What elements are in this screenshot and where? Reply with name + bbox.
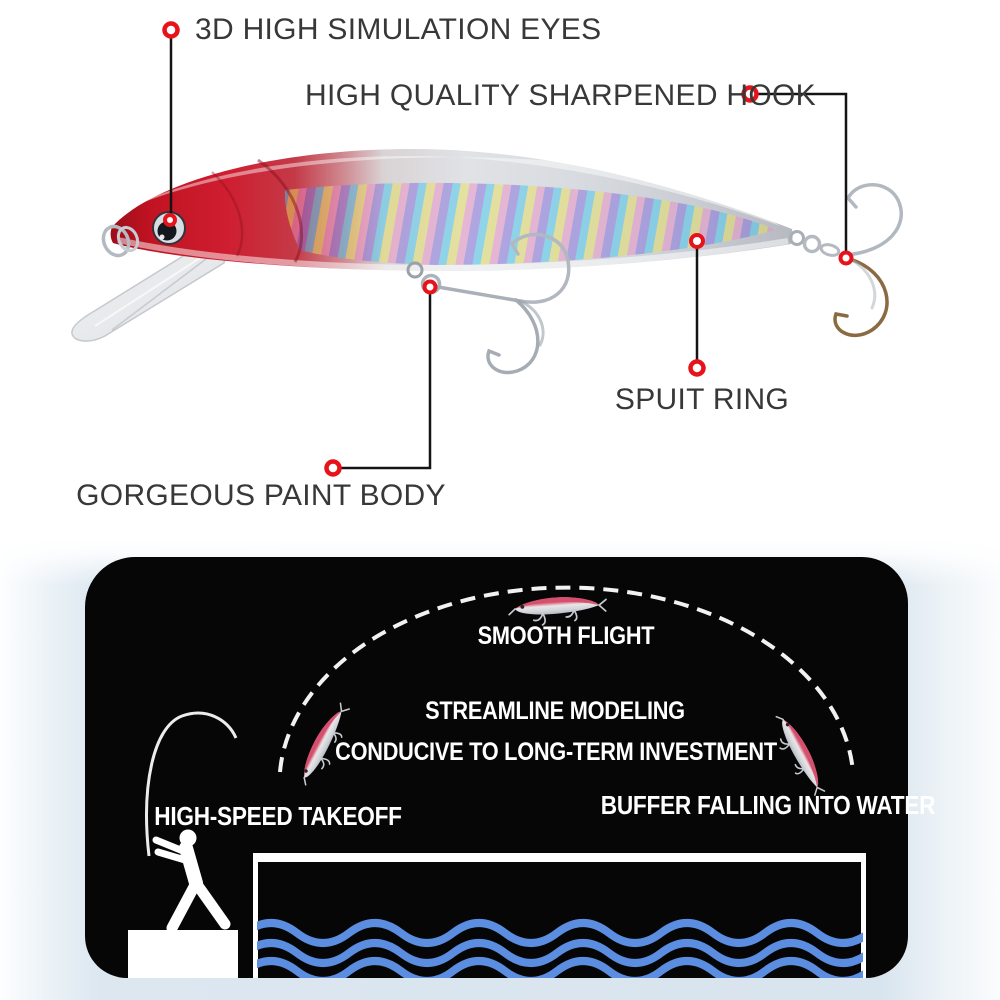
label-sharpened-hook: HIGH QUALITY SHARPENED HOOK xyxy=(305,79,816,112)
holographic-band xyxy=(284,182,775,265)
label-3d-eyes: 3D HIGH SIMULATION EYES xyxy=(195,13,602,46)
marker-body-label xyxy=(324,459,342,477)
flight-diagram-art xyxy=(128,585,866,978)
marker-eyes-label xyxy=(162,21,180,39)
fishing-rod xyxy=(145,711,238,857)
water-box xyxy=(253,853,866,978)
marker-eye-point xyxy=(163,213,177,227)
belly-treble-hook xyxy=(406,232,571,375)
spine-highlight xyxy=(125,155,780,226)
label-smooth-flight: SMOOTH FLIGHT xyxy=(477,622,655,650)
nose-ring xyxy=(101,224,140,258)
label-streamline: STREAMLINE MODELING xyxy=(425,697,685,725)
lip-shade xyxy=(111,255,211,331)
lure-illustration xyxy=(71,21,903,477)
label-takeoff: HIGH-SPEED TAKEOFF xyxy=(154,801,402,831)
flight-panel xyxy=(85,557,908,978)
marker-body-point xyxy=(422,279,438,295)
label-paint-body: GORGEOUS PAINT BODY xyxy=(76,479,446,512)
belly-highlight xyxy=(117,237,789,272)
gill-line xyxy=(257,158,303,263)
lure-body-art xyxy=(71,148,903,375)
trajectory-arc xyxy=(278,585,855,773)
marker-hook-label xyxy=(741,85,759,103)
angler-silhouette xyxy=(128,711,238,978)
callout-lines xyxy=(162,21,854,477)
flight-diagram-section: SMOOTH FLIGHT STREAMLINE MODELING CONDUC… xyxy=(0,540,1000,1000)
label-buffer: BUFFER FALLING INTO WATER xyxy=(600,790,936,820)
marker-ring-label xyxy=(688,359,706,377)
label-conducive: CONDUCIVE TO LONG-TERM INVESTMENT xyxy=(335,738,777,766)
cheek-line xyxy=(211,171,244,257)
water-waves xyxy=(257,919,863,978)
marker-hook-point xyxy=(838,250,854,266)
pier-block xyxy=(128,930,238,978)
label-spuit-ring: SPUIT RING xyxy=(614,383,790,416)
marker-ring-point xyxy=(689,233,705,249)
lip-highlight xyxy=(94,257,201,327)
lure-feature-section: 3D HIGH SIMULATION EYES HIGH QUALITY SHA… xyxy=(71,13,903,512)
